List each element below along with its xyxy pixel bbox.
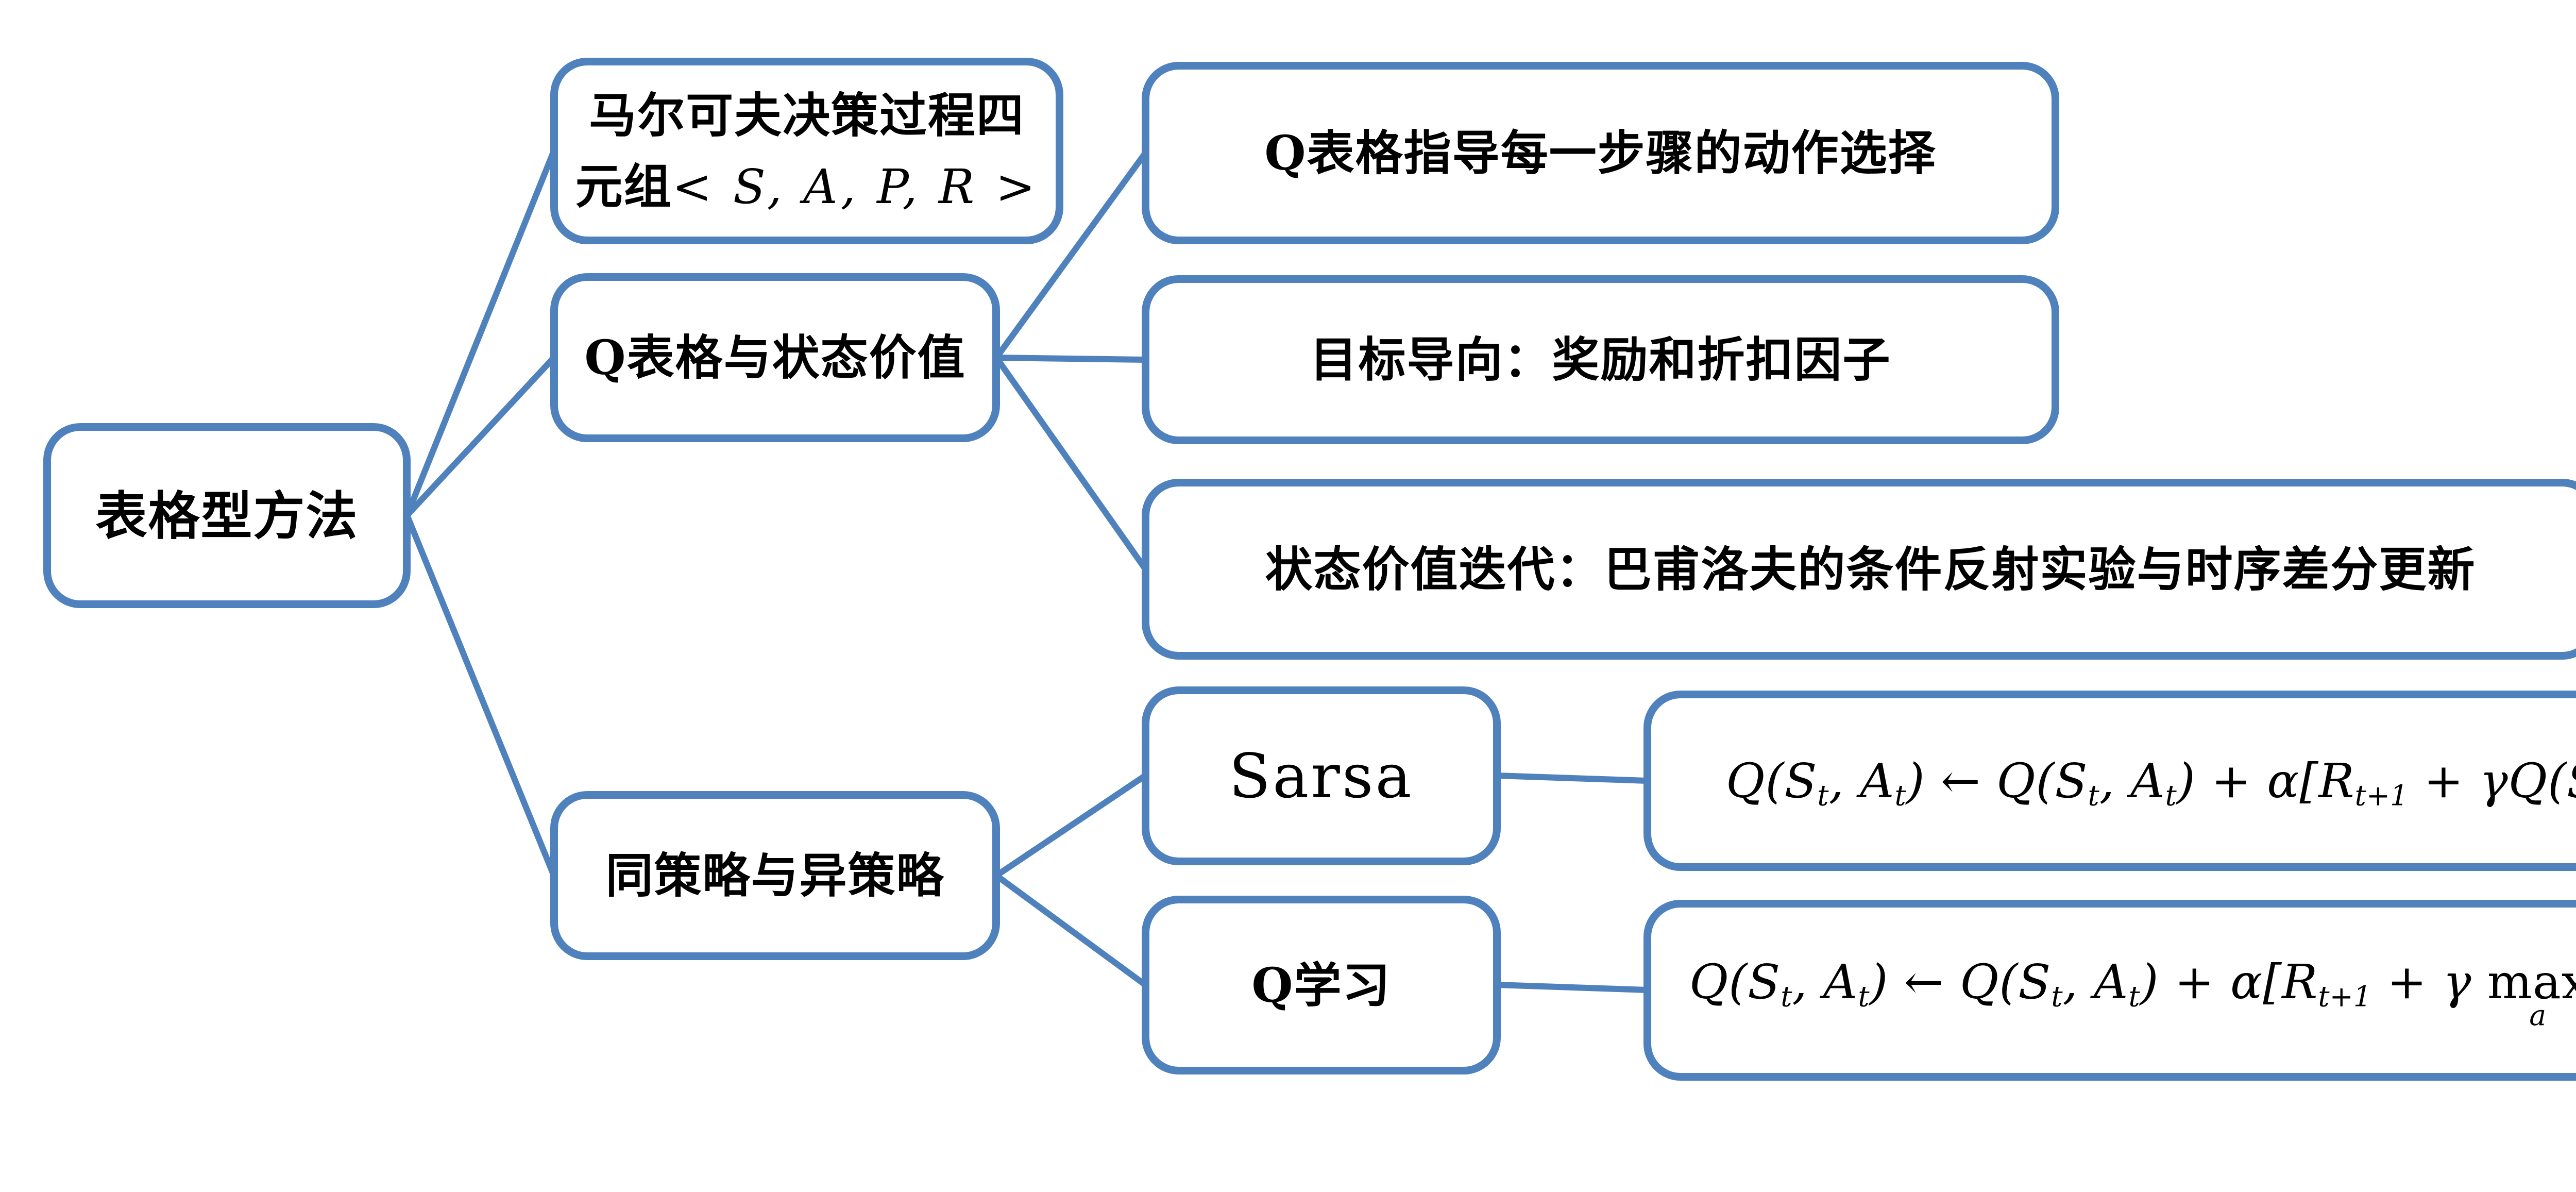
mdp-tuple-math: < S, A, P, R >: [672, 159, 1039, 214]
node-label: Q表格与状态价值: [584, 330, 966, 385]
node-mdp-quadruple[interactable]: 马尔可夫决策过程四元组< S, A, P, R >: [550, 58, 1063, 244]
connector-root-qtable: [404, 355, 557, 518]
node-qtable-state-value[interactable]: Q表格与状态价值: [550, 273, 1000, 442]
node-label: 表格型方法: [95, 485, 359, 546]
connector-policy-sarsa: [993, 773, 1148, 879]
node-label: Sarsa: [1229, 740, 1414, 812]
node-label: Q学习: [1251, 957, 1391, 1013]
node-on-off-policy[interactable]: 同策略与异策略: [550, 791, 1000, 960]
node-qtable-action-selection[interactable]: Q表格指导每一步骤的动作选择: [1142, 62, 2059, 244]
connector-qtable-c2: [993, 355, 1148, 363]
sarsa-formula: Q(St, At) ← Q(St, At) + α[Rt+1 + γQ(St+1…: [1726, 753, 2576, 812]
node-label: 同策略与异策略: [605, 848, 945, 903]
node-tabular-methods[interactable]: 表格型方法: [43, 423, 411, 608]
connector-sarsa-formula: [1494, 773, 1650, 784]
connector-policy-qlearn: [993, 872, 1148, 988]
node-label: 目标导向：奖励和折扣因子: [1310, 332, 1891, 388]
node-label: Q表格指导每一步骤的动作选择: [1264, 125, 1937, 181]
connector-root-mdp: [404, 148, 557, 518]
node-state-value-iteration[interactable]: 状态价值迭代：巴甫洛夫的条件反射实验与时序差分更新: [1142, 479, 2576, 660]
node-qlearning[interactable]: Q学习: [1142, 896, 1501, 1075]
node-sarsa[interactable]: Sarsa: [1142, 686, 1501, 865]
connector-qtable-c3: [993, 355, 1148, 572]
connector-qtable-c1: [993, 150, 1148, 361]
node-label: 状态价值迭代：巴甫洛夫的条件反射实验与时序差分更新: [1265, 541, 2476, 597]
connector-qlearn-formula: [1494, 982, 1650, 993]
connector-root-policy: [404, 512, 557, 879]
node-goal-oriented[interactable]: 目标导向：奖励和折扣因子: [1142, 275, 2059, 444]
node-sarsa-update-formula[interactable]: Q(St, At) ← Q(St, At) + α[Rt+1 + γQ(St+1…: [1643, 691, 2576, 871]
node-label: 马尔可夫决策过程四元组< S, A, P, R >: [575, 87, 1039, 214]
